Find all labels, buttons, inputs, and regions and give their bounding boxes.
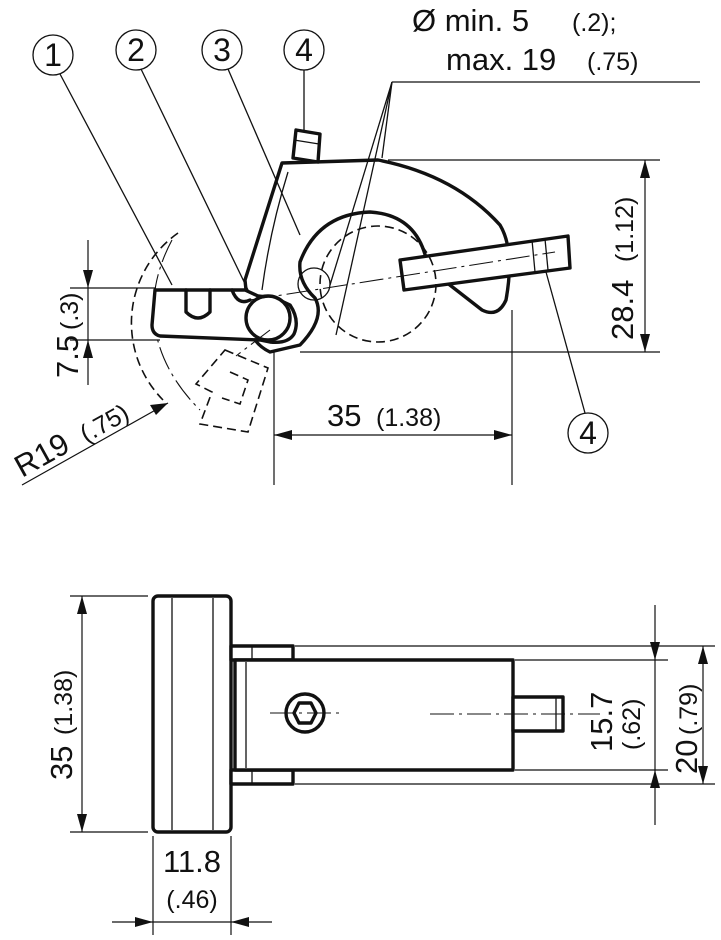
dim-28-4-inch: (1.12) (611, 197, 639, 262)
dimension-11-8: 11.8 (.46) (112, 836, 272, 935)
cable-circle (319, 225, 437, 343)
dimension-20: 20 (.79) (295, 645, 715, 785)
diameter-label-line2-inch: (.75) (587, 48, 638, 76)
dim-35-top-inch: (1.38) (376, 404, 441, 432)
callout-3-number: 3 (213, 32, 231, 68)
dim-20-inch: (.79) (675, 684, 703, 735)
top-pin (291, 128, 322, 164)
lever-slot (184, 288, 212, 320)
dim-35-top-value: 35 (327, 398, 361, 433)
diameter-label-line1: Ø min. 5 (412, 3, 529, 38)
callout-2-number: 2 (127, 32, 145, 68)
housing-body (243, 158, 512, 354)
callout-4-top: 4 (283, 29, 325, 130)
dimension-15-7: 15.7 (.62) (515, 605, 668, 825)
dim-35-side-value: 35 (44, 746, 79, 780)
dim-11-8-inch: (.46) (166, 886, 217, 914)
callout-1-number: 1 (44, 37, 62, 73)
lever-notch (230, 288, 252, 304)
side-view (130, 81, 700, 433)
swung-lever-slot (221, 371, 249, 406)
dimension-r19: R19 (.75) (8, 399, 169, 486)
dimension-35-side: 35 (1.38) (44, 595, 148, 833)
body (233, 658, 515, 772)
callout-4-right-number: 4 (579, 415, 597, 451)
diameter-label-line1-inch: (.2); (572, 9, 616, 37)
callout-3: 3 (201, 29, 301, 236)
callout-4-right: 4 (545, 271, 609, 454)
dim-r19-value: R19 (8, 426, 75, 484)
pivot-circle (244, 294, 292, 342)
dimension-7-5: 7.5 (.3) (50, 240, 160, 385)
dim-35-side-inch: (1.38) (50, 670, 78, 735)
callout-4-top-number: 4 (295, 32, 313, 68)
dim-28-4-value: 28.4 (605, 280, 640, 340)
swung-lever-outline (194, 349, 269, 433)
callout-2: 2 (115, 29, 250, 293)
hinge-bottom (229, 768, 295, 786)
diameter-label-line2: max. 19 (446, 42, 556, 77)
dim-7-5-value: 7.5 (50, 335, 85, 378)
bottom-view (151, 594, 600, 834)
dim-11-8-value: 11.8 (163, 844, 221, 879)
flange (151, 594, 233, 834)
dim-15-7-value: 15.7 (584, 692, 619, 752)
dim-20-value: 20 (669, 740, 704, 774)
housing-edge-line (261, 171, 289, 291)
dim-15-7-inch: (.62) (618, 699, 646, 750)
dimension-35-top: 35 (1.38) (273, 310, 513, 485)
dim-7-5-inch: (.3) (56, 293, 84, 331)
dimension-28-4: 28.4 (1.12) (300, 159, 660, 353)
dim-r19-inch: (.75) (75, 399, 134, 448)
hinge-top (229, 644, 295, 662)
callout-1: 1 (32, 34, 173, 286)
